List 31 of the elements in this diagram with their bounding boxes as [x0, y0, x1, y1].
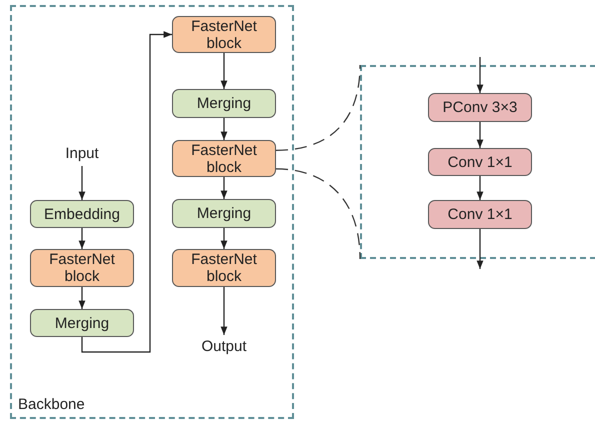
- arrow: [220, 228, 228, 249]
- arrow: [476, 122, 484, 148]
- conv-box: Conv 1×1: [428, 200, 532, 229]
- arrow: [78, 228, 86, 249]
- detail-frame: [360, 65, 595, 259]
- arrow: [78, 166, 86, 200]
- arrow: [476, 229, 484, 269]
- conv-box: PConv 3×3: [428, 93, 532, 122]
- zoom-line: [276, 64, 361, 151]
- process-box: Merging: [172, 89, 276, 118]
- arrow: [81, 31, 172, 353]
- arrow: [476, 57, 484, 93]
- arrow: [78, 287, 86, 309]
- block-box: FasterNet block: [30, 249, 134, 287]
- io-label: Input: [52, 142, 112, 166]
- zoom-line: [276, 168, 361, 260]
- arrow: [220, 118, 228, 140]
- process-box: Embedding: [30, 200, 134, 228]
- block-box: FasterNet block: [172, 140, 276, 177]
- frame-title: Backbone: [18, 394, 85, 414]
- io-label: Output: [190, 335, 258, 359]
- arrow: [220, 53, 228, 89]
- arrow: [476, 176, 484, 200]
- process-box: Merging: [30, 309, 134, 337]
- block-box: FasterNet block: [172, 249, 276, 287]
- backbone-frame: [10, 5, 294, 419]
- arrow: [220, 287, 228, 335]
- conv-box: Conv 1×1: [428, 148, 532, 176]
- block-box: FasterNet block: [172, 16, 276, 53]
- arrow: [220, 177, 228, 199]
- process-box: Merging: [172, 199, 276, 228]
